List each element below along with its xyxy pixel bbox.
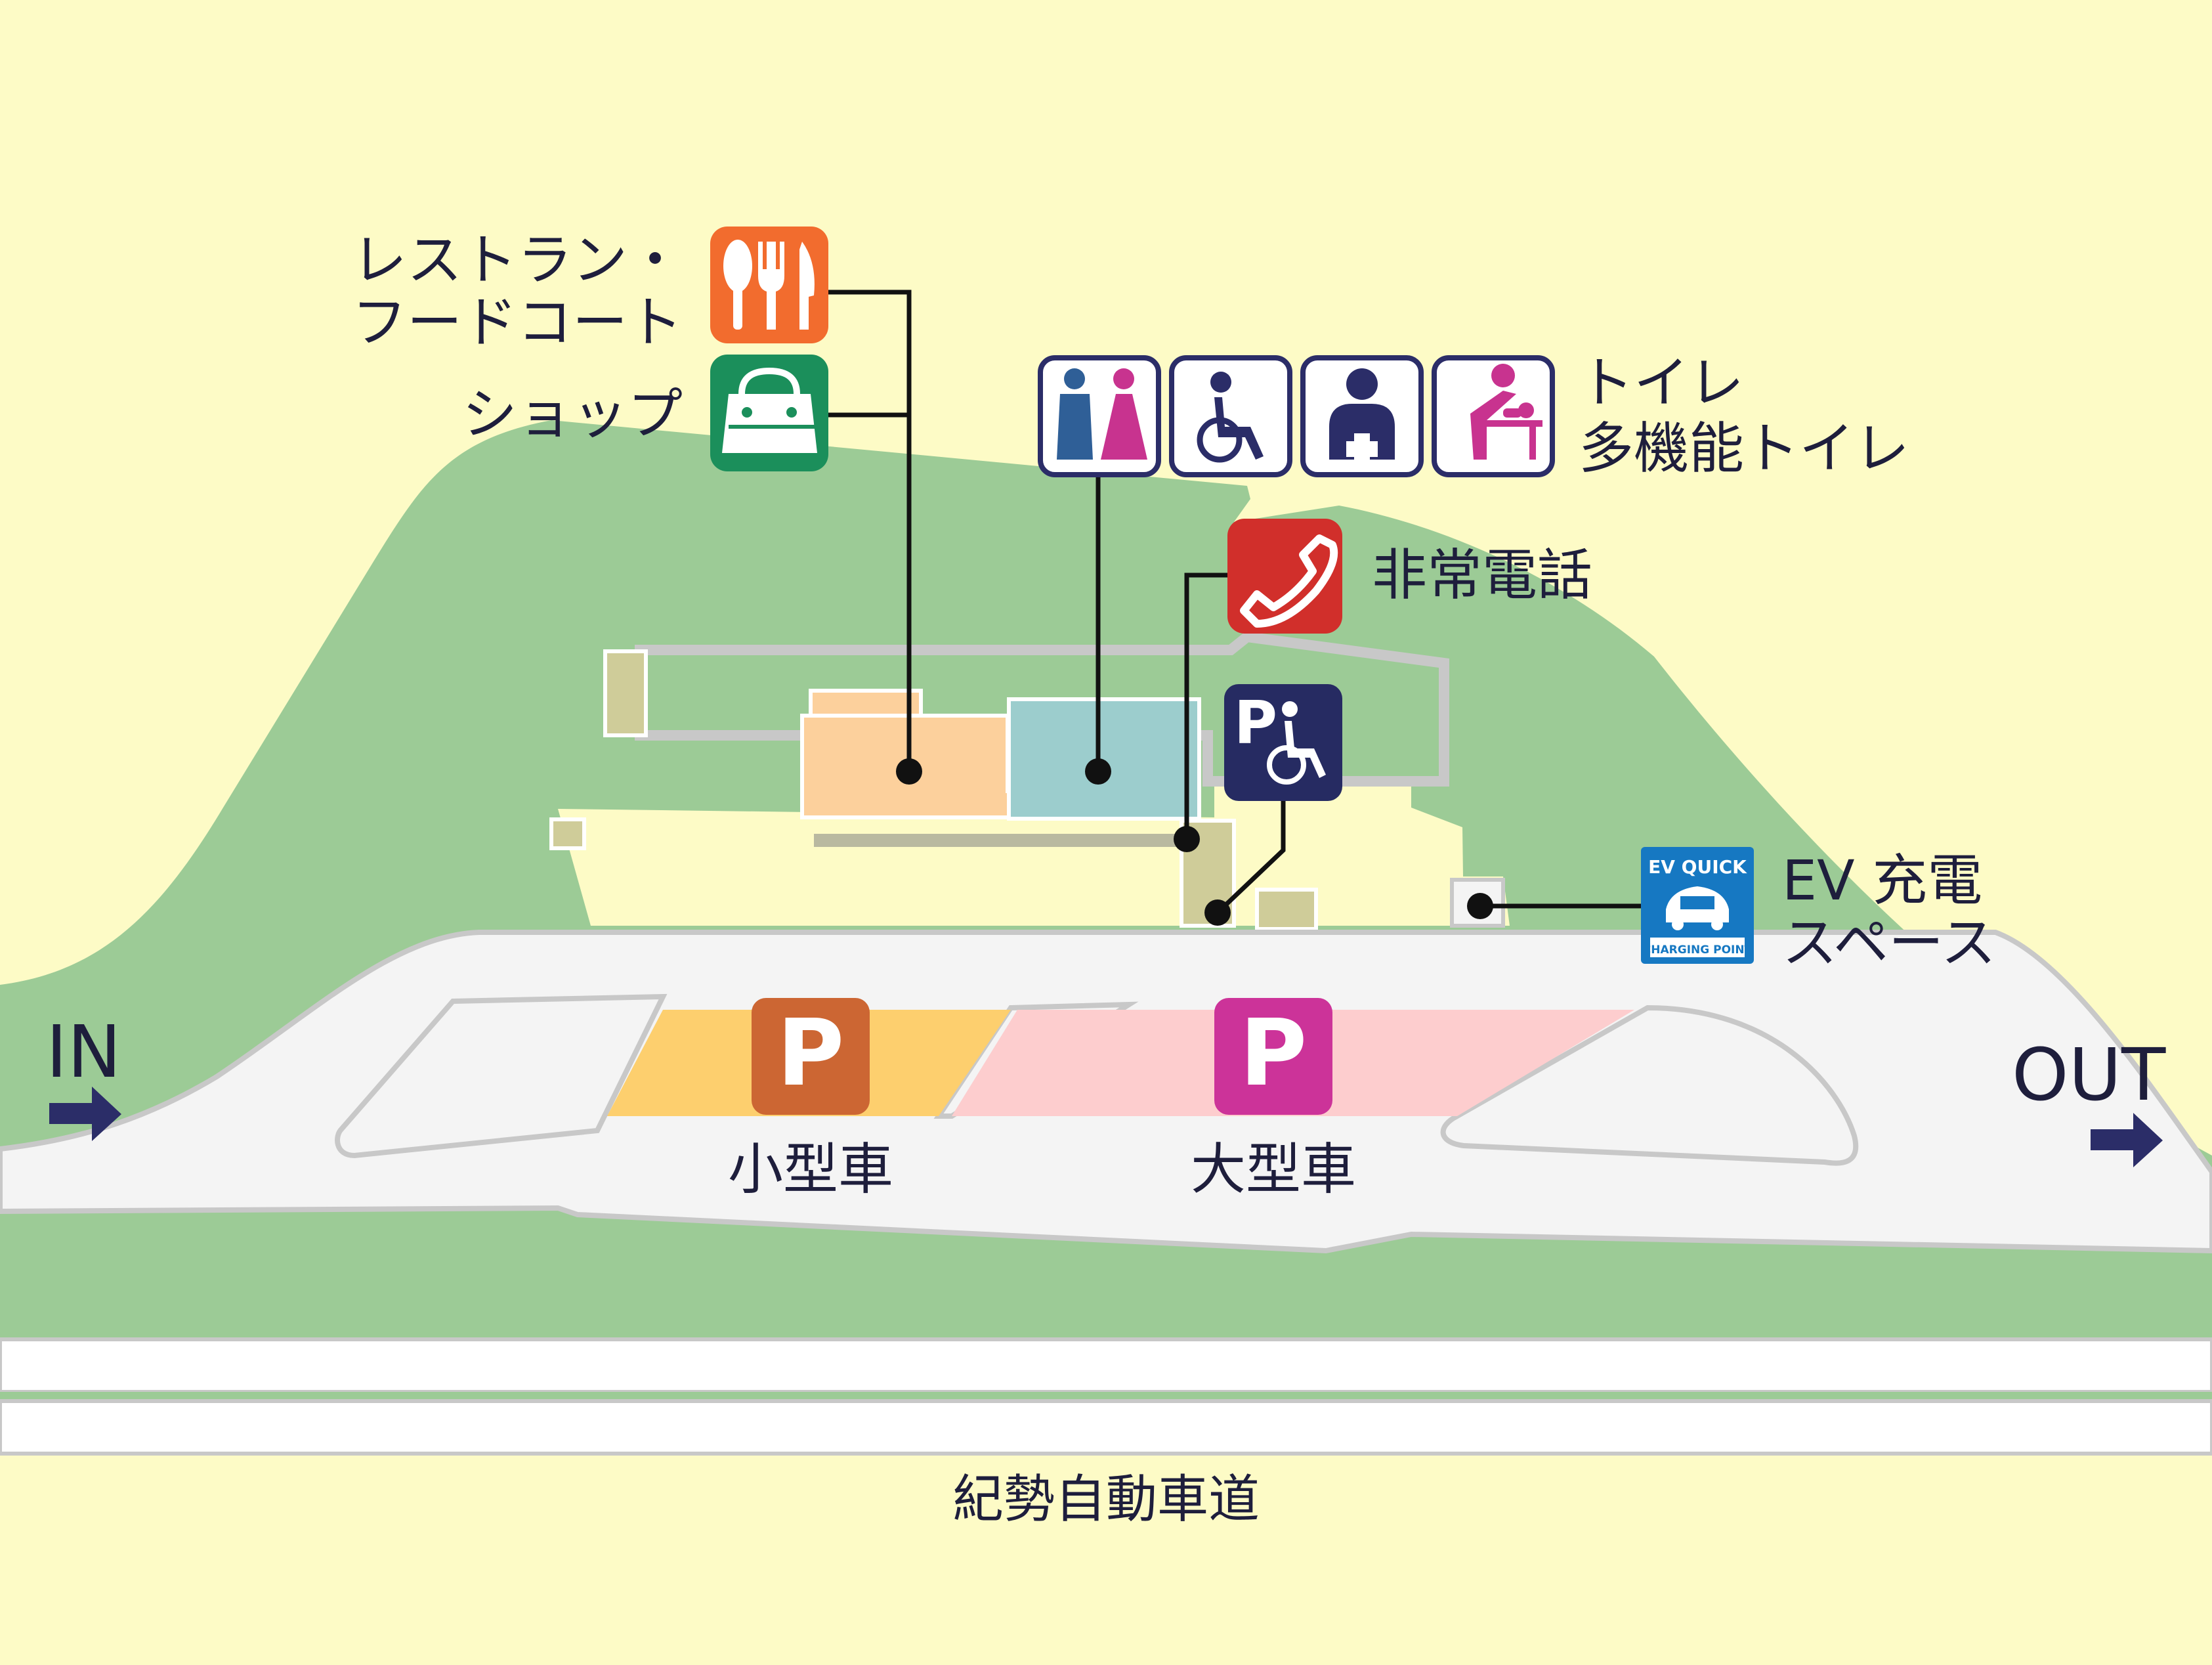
toilet-label-line2: 多機能トイレ xyxy=(1579,416,1909,481)
road-island-left xyxy=(335,993,668,1159)
restaurant-dot xyxy=(896,758,922,785)
toilet-icon xyxy=(1038,355,1161,477)
small-car-p-symbol: P xyxy=(777,1000,845,1107)
ev-dot xyxy=(1467,893,1493,919)
building-annex xyxy=(603,649,648,737)
shop-bag-icon xyxy=(710,355,828,471)
building-toilet xyxy=(1007,697,1201,821)
large-car-label: 大型車 xyxy=(1191,1137,1356,1201)
accessible-parking-dot xyxy=(1204,899,1231,926)
entrance-arrow-icon xyxy=(49,1087,121,1141)
small-car-label: 小型車 xyxy=(728,1137,893,1201)
phone-dot xyxy=(1174,826,1200,852)
entrance-label: IN xyxy=(46,1010,121,1094)
toilet-label-line1: トイレ xyxy=(1579,351,1744,415)
ev-label-line1: EV 充電 xyxy=(1782,848,1982,913)
ev-charger-icon: EV QUICK CHARGING POINT xyxy=(1641,847,1754,964)
small-car-parking-sign: P xyxy=(752,998,870,1115)
building-store-b xyxy=(1255,888,1318,931)
building-shadow xyxy=(814,834,1221,847)
wheelchair-icon xyxy=(1169,355,1292,477)
accessible-parking-symbol: P xyxy=(1234,689,1277,758)
restaurant-connector xyxy=(828,290,912,771)
expressway-median xyxy=(0,1392,2212,1401)
large-car-parking-sign: P xyxy=(1214,998,1332,1115)
expressway-lane-bottom xyxy=(0,1399,2212,1456)
building-kiosk xyxy=(549,817,586,850)
ev-label-line2: スペース xyxy=(1782,911,1996,975)
expressway-lane-top xyxy=(0,1337,2212,1394)
toilet-dot xyxy=(1085,758,1111,785)
shop-label: ショップ xyxy=(462,382,683,446)
connector-dots xyxy=(896,758,1493,926)
first-aid-icon xyxy=(1300,355,1424,477)
ev-sign-top: EV QUICK xyxy=(1648,856,1747,878)
exit-arrow-icon xyxy=(2091,1113,2163,1167)
accessible-parking-icon: P xyxy=(1224,684,1342,801)
restaurant-icon xyxy=(710,227,828,343)
connector-lines xyxy=(828,290,1648,915)
telephone-icon xyxy=(1227,519,1342,634)
exit-label: OUT xyxy=(2012,1033,2166,1117)
restaurant-label-line2: フードコート xyxy=(352,290,683,355)
expressway-name: 紀勢自動車道 xyxy=(952,1470,1260,1529)
ev-sign-bottom: CHARGING POINT xyxy=(1643,943,1753,957)
road-island-right xyxy=(1440,1005,1859,1166)
large-car-p-symbol: P xyxy=(1240,1000,1308,1107)
phone-connector xyxy=(1184,573,1227,839)
emergency-phone-label: 非常電話 xyxy=(1372,543,1592,607)
baby-changing-icon xyxy=(1432,355,1555,477)
service-area-ground xyxy=(558,785,1464,926)
accessible-parking-connector xyxy=(1216,798,1286,915)
restaurant-label-line1: レストラン・ xyxy=(352,228,683,292)
